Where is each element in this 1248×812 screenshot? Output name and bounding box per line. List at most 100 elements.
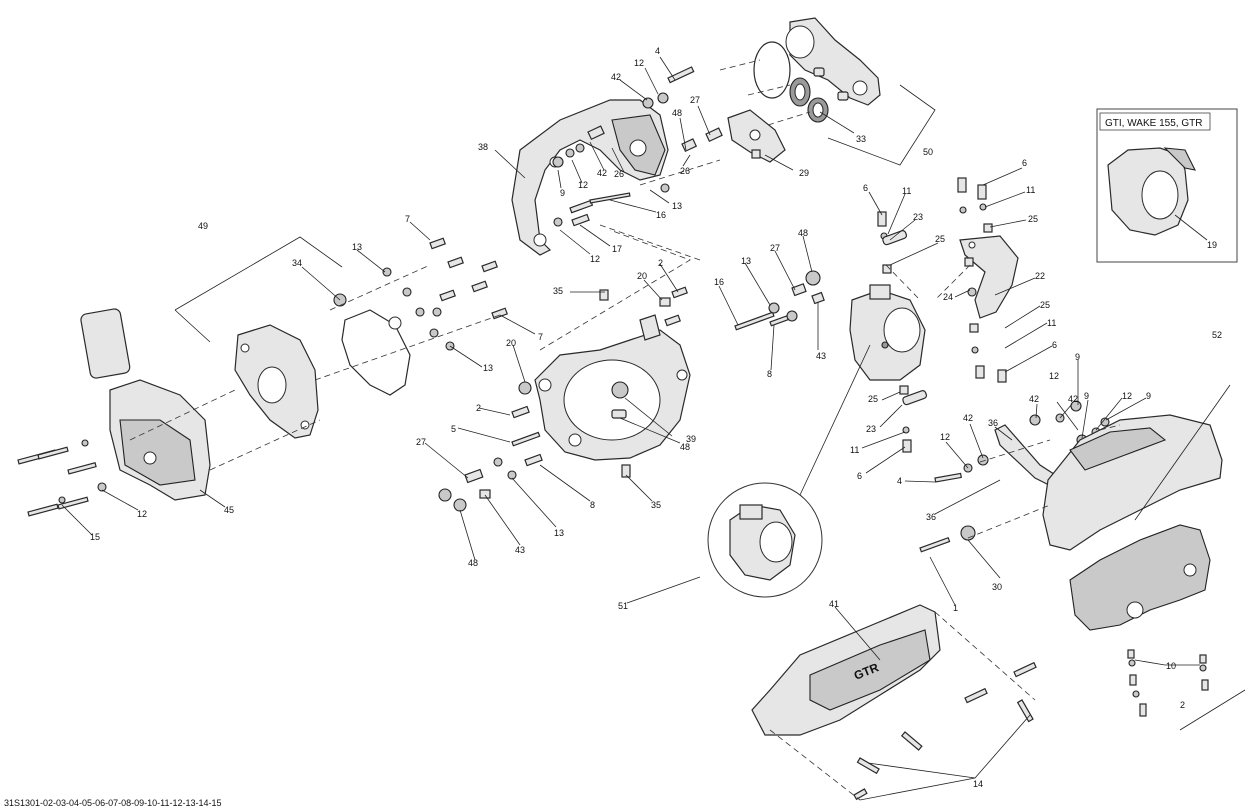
callout-12: 12 bbox=[578, 180, 588, 190]
callout-48: 48 bbox=[798, 228, 808, 238]
callout-24: 24 bbox=[943, 292, 953, 302]
callout-leaders bbox=[61, 56, 1147, 661]
bracket-part-22 bbox=[959, 235, 1019, 319]
motor-housing-part-45 bbox=[80, 308, 211, 501]
exhaust-housing-part-52 bbox=[1042, 414, 1223, 551]
callout-27: 27 bbox=[416, 437, 426, 447]
fasteners-mid-right bbox=[734, 270, 825, 331]
callout-35: 35 bbox=[553, 286, 563, 296]
callout-7: 7 bbox=[405, 214, 410, 224]
callout-9: 9 bbox=[1075, 352, 1080, 362]
callout-9: 9 bbox=[1146, 391, 1151, 401]
callout-20: 20 bbox=[637, 271, 647, 281]
callout-42: 42 bbox=[611, 72, 621, 82]
callout-4: 4 bbox=[897, 476, 902, 486]
callout-25: 25 bbox=[1028, 214, 1038, 224]
callout-13: 13 bbox=[741, 256, 751, 266]
callout-20: 20 bbox=[506, 338, 516, 348]
callout-49: 49 bbox=[198, 221, 208, 231]
callout-12: 12 bbox=[590, 254, 600, 264]
callout-25: 25 bbox=[868, 394, 878, 404]
callout-22: 22 bbox=[1035, 271, 1045, 281]
callout-1: 1 bbox=[953, 603, 958, 613]
callout-19: 19 bbox=[1207, 240, 1217, 250]
callout-11: 11 bbox=[1026, 185, 1035, 195]
callout-8: 8 bbox=[767, 369, 772, 379]
callout-13: 13 bbox=[554, 528, 564, 538]
fasteners-top bbox=[552, 66, 723, 227]
cover-part-41: GTR bbox=[751, 604, 941, 736]
callout-5: 5 bbox=[451, 424, 456, 434]
callout-27: 27 bbox=[690, 95, 700, 105]
callout-12: 12 bbox=[634, 58, 644, 68]
callout-9: 9 bbox=[560, 188, 565, 198]
callout-8: 8 bbox=[590, 500, 595, 510]
callout-13: 13 bbox=[352, 242, 362, 252]
bracket-part-39 bbox=[534, 314, 691, 461]
callout-2: 2 bbox=[1180, 700, 1185, 710]
callout-11: 11 bbox=[1047, 318, 1056, 328]
callout-9: 9 bbox=[1084, 391, 1089, 401]
lower-shell bbox=[1069, 524, 1211, 631]
callout-43: 43 bbox=[816, 351, 826, 361]
callout-6: 6 bbox=[863, 183, 868, 193]
callout-15: 15 bbox=[90, 532, 100, 542]
callout-2: 2 bbox=[658, 258, 663, 268]
callout-48: 48 bbox=[672, 108, 682, 118]
callout-42: 42 bbox=[1068, 394, 1078, 404]
callout-36: 36 bbox=[926, 512, 936, 522]
callout-17: 17 bbox=[612, 244, 622, 254]
fasteners-right bbox=[919, 400, 1110, 553]
callout-16: 16 bbox=[656, 210, 666, 220]
callout-7: 7 bbox=[538, 332, 543, 342]
callout-33: 33 bbox=[856, 134, 866, 144]
outlet-assembly bbox=[753, 17, 881, 123]
gasket-part-34 bbox=[333, 293, 411, 396]
detail-circle-part-51 bbox=[707, 482, 823, 598]
callout-25: 25 bbox=[1040, 300, 1050, 310]
callout-34: 34 bbox=[292, 258, 302, 268]
callout-4: 4 bbox=[655, 46, 660, 56]
callout-23: 23 bbox=[913, 212, 923, 222]
callout-26: 26 bbox=[614, 169, 624, 179]
callout-12: 12 bbox=[940, 432, 950, 442]
inset-part-19 bbox=[1107, 147, 1196, 236]
callout-43: 43 bbox=[515, 545, 525, 555]
callout-26: 26 bbox=[680, 166, 690, 176]
callout-48: 48 bbox=[680, 442, 690, 452]
callout-12: 12 bbox=[1049, 371, 1059, 381]
callout-42: 42 bbox=[1029, 394, 1039, 404]
variant-inset: GTI, WAKE 155, GTR 19 bbox=[1096, 108, 1238, 263]
callout-11: 11 bbox=[850, 445, 859, 455]
callout-42: 42 bbox=[963, 413, 973, 423]
callout-36: 36 bbox=[988, 418, 998, 428]
cover-plate bbox=[234, 324, 319, 439]
callout-16: 16 bbox=[714, 277, 724, 287]
callout-13: 13 bbox=[483, 363, 493, 373]
bracket-part-38 bbox=[511, 99, 669, 256]
callout-29: 29 bbox=[799, 168, 809, 178]
throttle-body bbox=[849, 284, 926, 381]
callout-12: 12 bbox=[137, 509, 147, 519]
washers-left-cluster bbox=[382, 237, 508, 351]
callout-38: 38 bbox=[478, 142, 488, 152]
callout-30: 30 bbox=[992, 582, 1002, 592]
callout-25: 25 bbox=[935, 234, 945, 244]
callout-13: 13 bbox=[672, 201, 682, 211]
callout-14: 14 bbox=[973, 779, 983, 789]
fasteners-right-column bbox=[877, 177, 1007, 453]
housing-part-29 bbox=[727, 109, 786, 163]
fasteners-center bbox=[438, 286, 688, 512]
fasteners-left bbox=[17, 439, 107, 517]
callout-23: 23 bbox=[866, 424, 876, 434]
callout-42: 42 bbox=[597, 168, 607, 178]
callout-12: 12 bbox=[1122, 391, 1132, 401]
callout-35: 35 bbox=[651, 500, 661, 510]
fasteners-bottom-right bbox=[1127, 649, 1209, 717]
callout-10: 10 bbox=[1166, 661, 1176, 671]
callout-11: 11 bbox=[902, 186, 911, 196]
callout-27: 27 bbox=[770, 243, 780, 253]
callout-2: 2 bbox=[476, 403, 481, 413]
callout-6: 6 bbox=[1022, 158, 1027, 168]
